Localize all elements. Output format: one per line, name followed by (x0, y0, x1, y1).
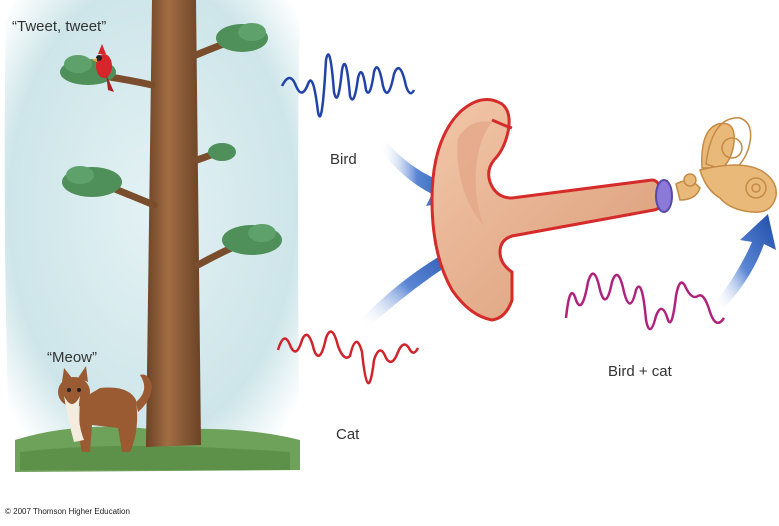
copyright-notice: © 2007 Thomson Higher Education (5, 507, 130, 516)
bird-waveform (282, 54, 414, 116)
eardrum (656, 180, 672, 212)
combined-wave-label: Bird + cat (608, 363, 672, 380)
bird-wave-label: Bird (330, 151, 357, 168)
grass-shadow (20, 446, 290, 470)
arrow-ear-to-cochlea (716, 214, 776, 308)
bird-sound-caption: “Tweet, tweet” (12, 18, 106, 35)
cat-sound-caption: “Meow” (47, 349, 97, 366)
inner-ear (676, 118, 776, 212)
ear-outer (432, 100, 662, 321)
combined-waveform (566, 274, 724, 329)
tree-trunk (146, 0, 201, 447)
cat-wave-label: Cat (336, 426, 359, 443)
cat-waveform (278, 332, 418, 384)
